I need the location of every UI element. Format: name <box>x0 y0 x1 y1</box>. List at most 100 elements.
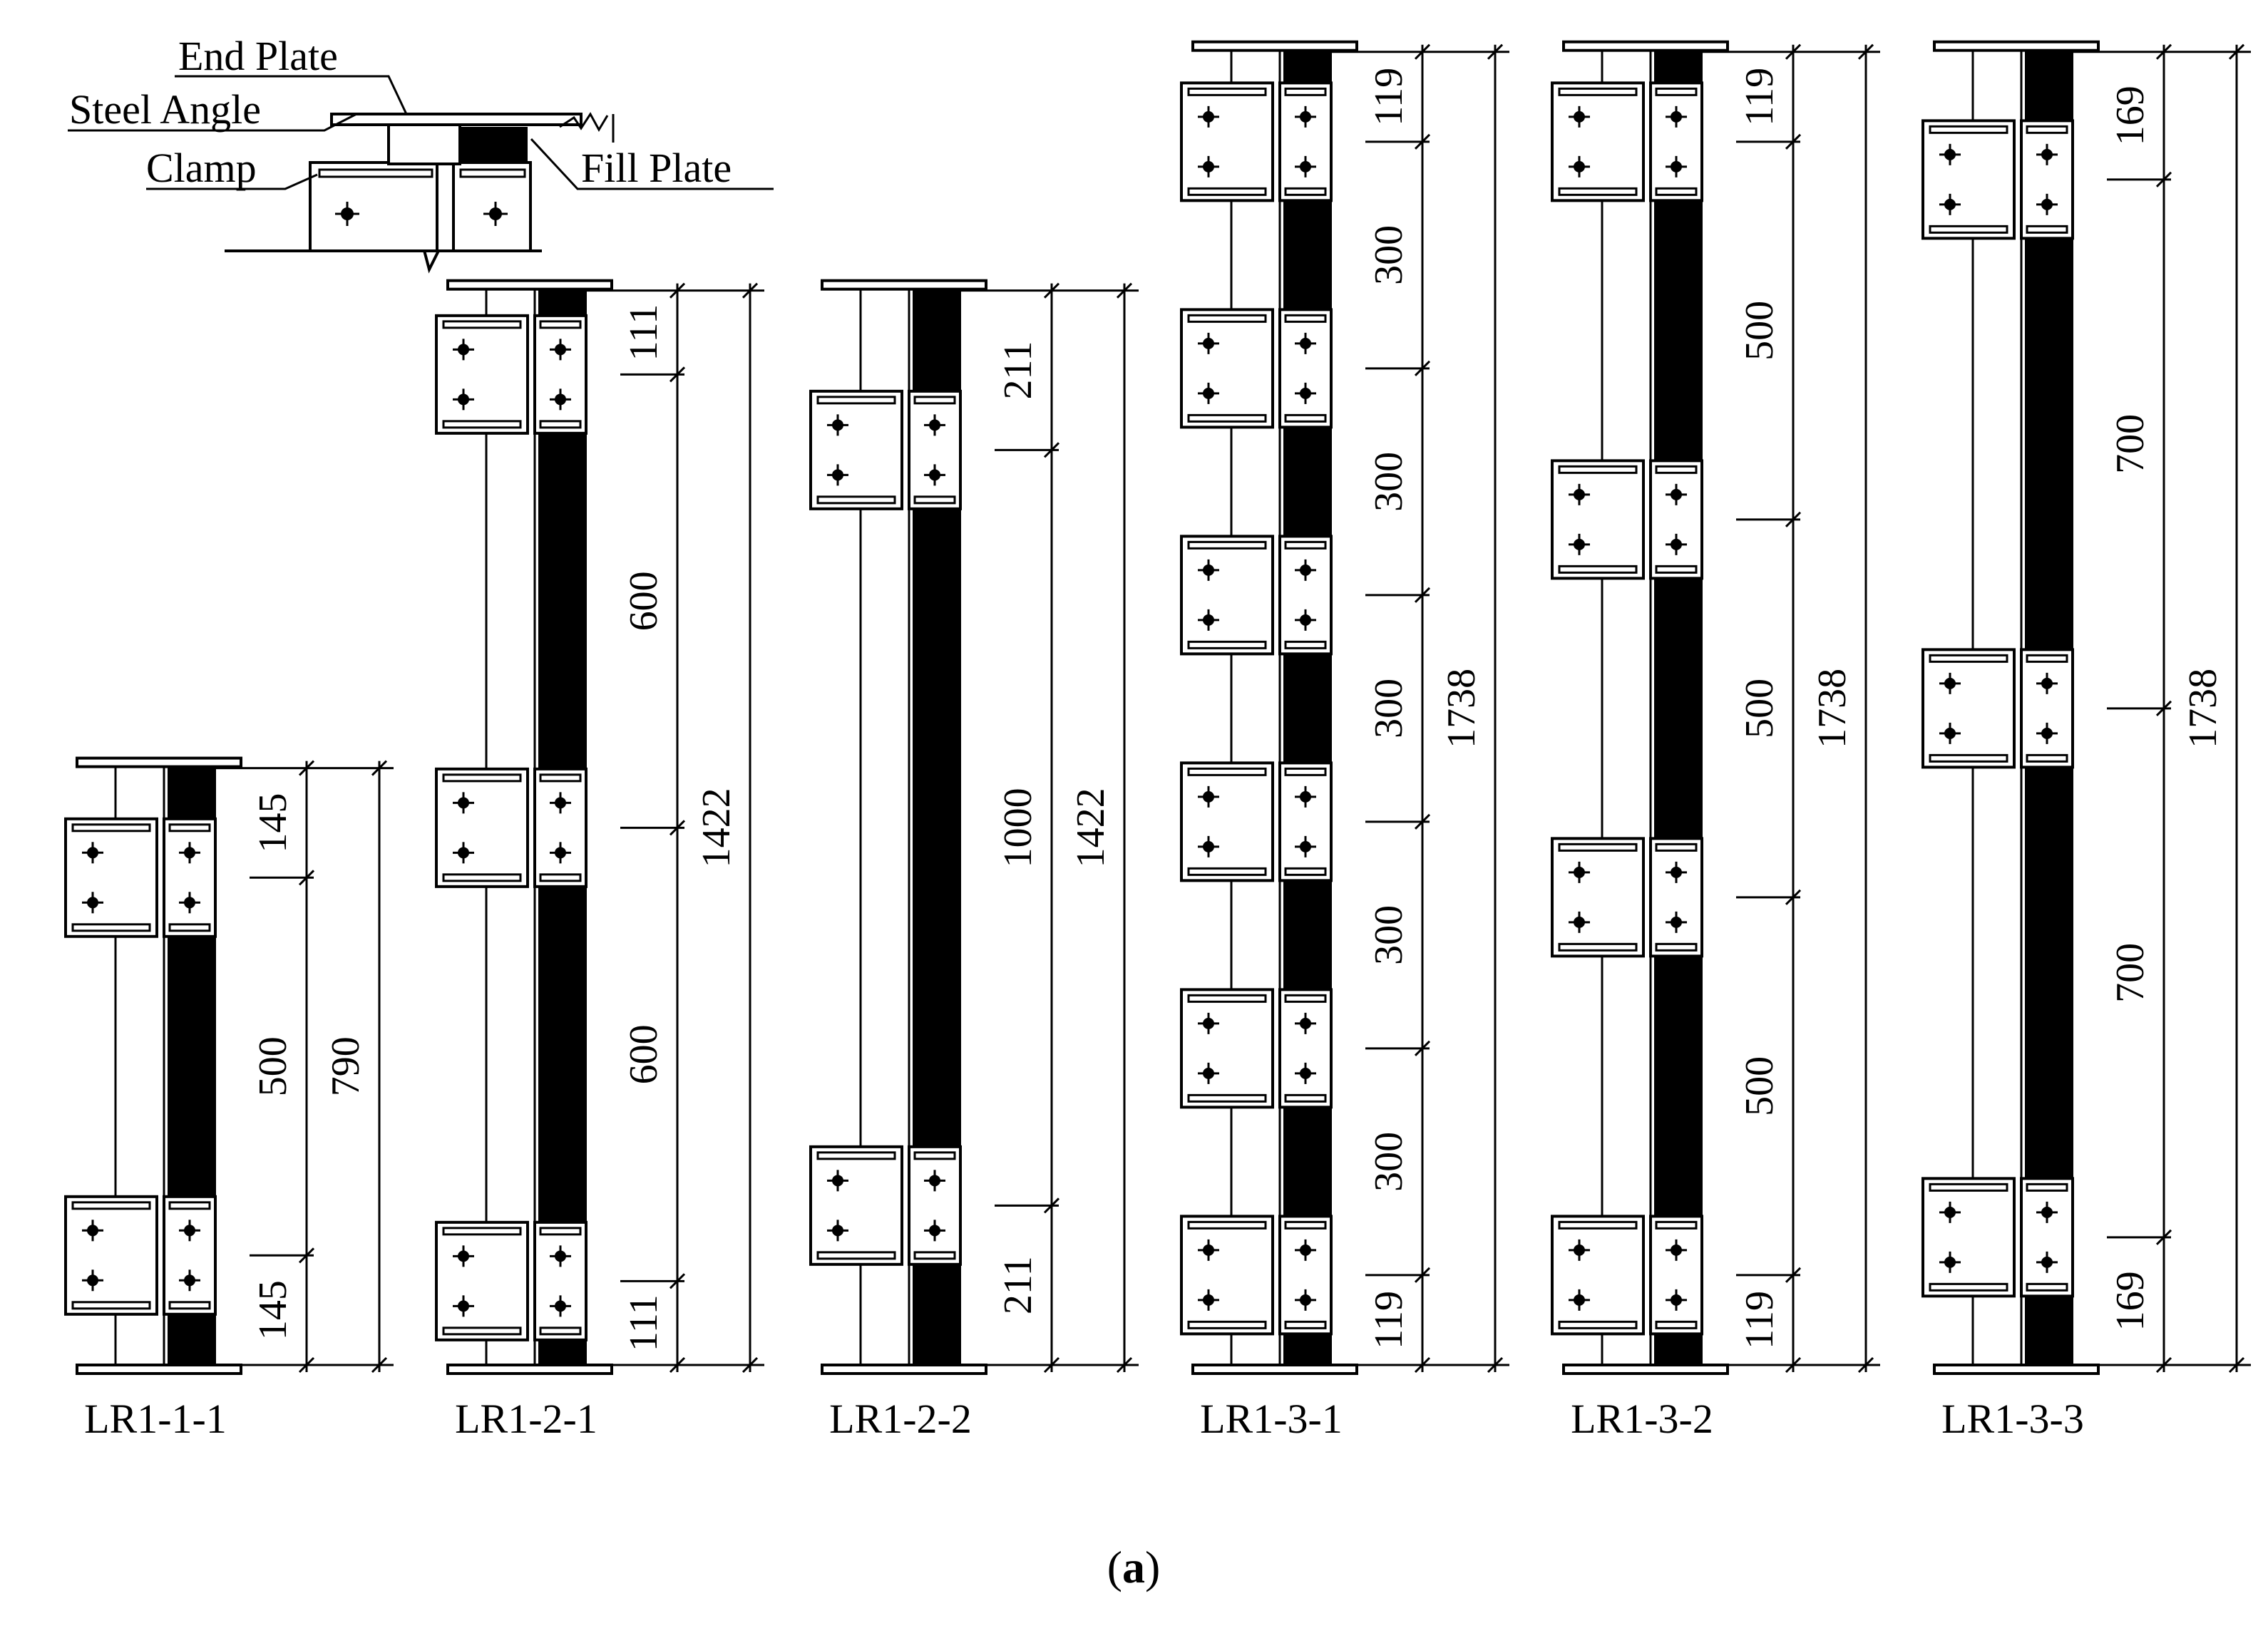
total-dimension-label: 1738 <box>2181 669 2225 748</box>
clamp-left <box>1921 1177 2016 1298</box>
clamp-left <box>1921 119 2016 240</box>
clamp-left <box>1921 648 2016 769</box>
clamp-left <box>1551 81 1645 202</box>
fill-plate <box>1283 50 1332 1366</box>
clamp <box>1551 81 1703 202</box>
clamp-right <box>1278 1215 1333 1336</box>
clamp-right <box>908 1145 962 1266</box>
segment-dimension-label: 300 <box>1367 905 1411 965</box>
segment-dimension-label: 119 <box>1738 1291 1782 1349</box>
clamp <box>1180 1215 1333 1336</box>
clamp-right <box>2020 1177 2074 1298</box>
clamp <box>809 389 962 510</box>
clamp <box>435 767 587 888</box>
clamp-left <box>1551 837 1645 958</box>
segment-dimension-label: 169 <box>2108 1271 2152 1331</box>
segment-dimension-label: 600 <box>622 571 666 631</box>
clamp <box>435 1220 587 1341</box>
end-plate-top <box>1562 40 1729 52</box>
end-plate-label: End Plate <box>178 33 338 79</box>
segment-dimension-label: 1000 <box>996 788 1040 867</box>
end-plate-top <box>446 279 613 291</box>
specimen-label: LR1-1-1 <box>84 1396 227 1442</box>
clamp-right <box>908 389 962 510</box>
end-plate-bottom <box>446 1364 613 1375</box>
clamp-label: Clamp <box>146 145 257 191</box>
clamp <box>1551 459 1703 580</box>
clamp-left <box>1180 535 1274 656</box>
end-plate-bottom <box>821 1364 987 1375</box>
connection-detail: End Plate Steel Angle Clamp Fill Plate <box>68 33 774 274</box>
segment-dimension-label: 145 <box>251 793 295 852</box>
clamp-right <box>533 314 587 435</box>
clamp <box>1551 837 1703 958</box>
segment-dimension-label: 500 <box>251 1036 295 1096</box>
clamp-left <box>435 314 529 435</box>
clamp <box>1180 988 1333 1109</box>
end-plate-top <box>1933 40 2100 52</box>
clamp-left <box>809 389 903 510</box>
fill-plate-label: Fill Plate <box>581 145 732 191</box>
clamp-right <box>2020 648 2074 769</box>
clamp <box>1921 1177 2074 1298</box>
steel-angle-label: Steel Angle <box>69 86 261 133</box>
clamp-left <box>1551 459 1645 580</box>
total-dimension-label: 1738 <box>1440 669 1484 748</box>
clamp-right <box>533 1220 587 1341</box>
segment-dimension-label: 119 <box>1367 1291 1411 1349</box>
segment-dimension-label: 300 <box>1367 679 1411 738</box>
segment-dimension-label: 169 <box>2108 86 2152 145</box>
segment-dimension-label: 500 <box>1738 301 1782 361</box>
segment-dimension-label: 119 <box>1738 68 1782 126</box>
clamp <box>1180 308 1333 429</box>
segment-dimension-label: 300 <box>1367 1132 1411 1192</box>
end-plate-top <box>76 756 242 768</box>
clamp-right <box>1278 81 1333 202</box>
fill-plate <box>1654 50 1703 1366</box>
clamp <box>1551 1215 1703 1336</box>
clamp-left <box>809 1145 903 1266</box>
segment-dimension-label: 211 <box>996 1256 1040 1314</box>
clamp-left <box>64 1195 158 1316</box>
clamp-left <box>1180 761 1274 882</box>
caption-open-paren: ( <box>1107 1542 1122 1592</box>
figure-caption: (a) <box>1107 1542 1161 1592</box>
clamp-left <box>1180 1215 1274 1336</box>
clamp-right <box>1278 308 1333 429</box>
specimen-label: LR1-3-1 <box>1200 1396 1343 1442</box>
clamp-right <box>1649 459 1703 580</box>
clamp-right <box>1278 761 1333 882</box>
clamp-right <box>1278 988 1333 1109</box>
specimen-drawings: 145500145790LR1-1-11116006001111422LR1-2… <box>64 40 2251 1442</box>
clamp-right <box>1649 1215 1703 1336</box>
total-dimension-label: 790 <box>324 1036 368 1096</box>
clamp <box>1180 81 1333 202</box>
segment-dimension-label: 300 <box>1367 452 1411 512</box>
clamp-right <box>163 1195 217 1316</box>
clamp <box>809 1145 962 1266</box>
total-dimension-label: 1422 <box>1069 788 1113 867</box>
clamp <box>64 817 217 938</box>
segment-dimension-label: 500 <box>1738 1056 1782 1116</box>
specimen-label: LR1-3-2 <box>1571 1396 1713 1442</box>
clamp-left <box>1180 988 1274 1109</box>
clamp <box>64 1195 217 1316</box>
clamp-left <box>435 1220 529 1341</box>
caption-close-paren: ) <box>1145 1542 1160 1592</box>
specimen-label: LR1-2-2 <box>829 1396 972 1442</box>
segment-dimension-label: 300 <box>1367 225 1411 285</box>
end-plate-bottom <box>1562 1364 1729 1375</box>
detail-steel-angle <box>387 123 461 165</box>
segment-dimension-label: 700 <box>2108 943 2152 1003</box>
clamp <box>1921 119 2074 240</box>
